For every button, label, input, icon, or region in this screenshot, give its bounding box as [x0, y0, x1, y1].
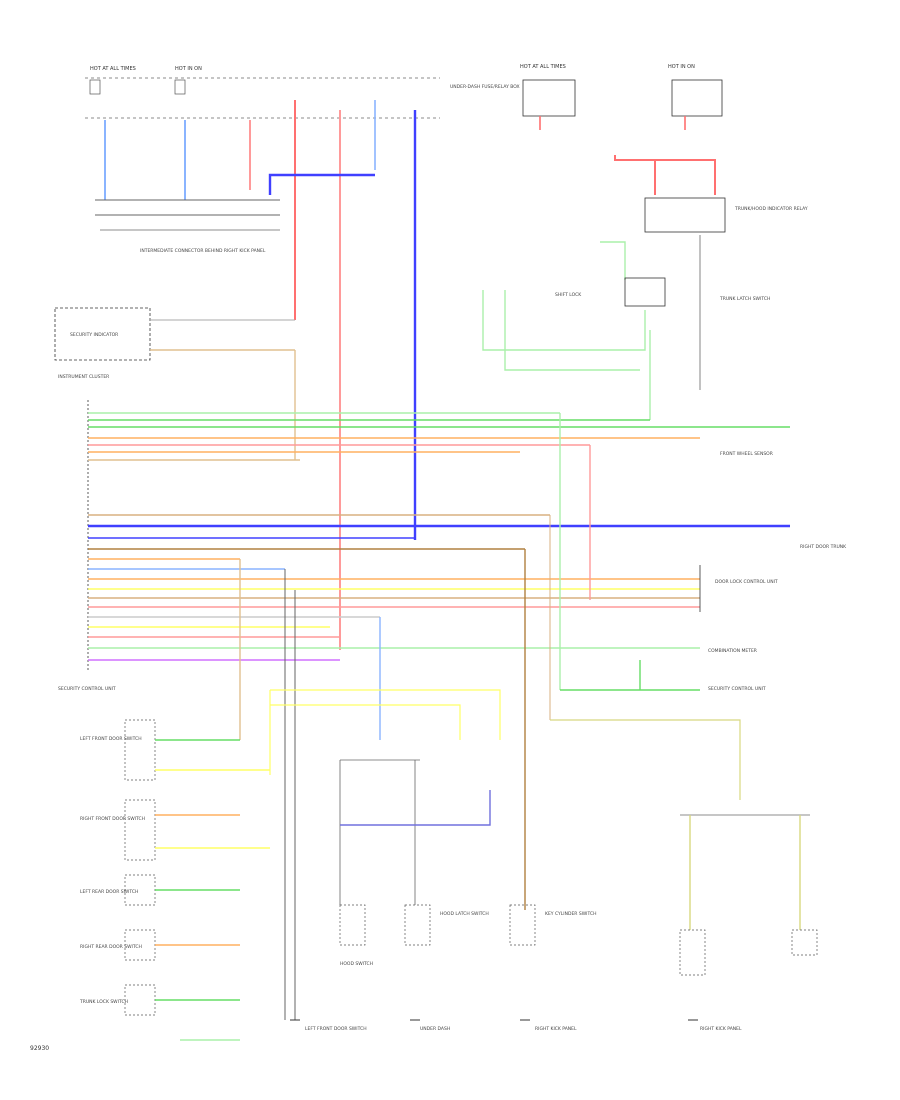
svg-text:RIGHT KICK PANEL: RIGHT KICK PANEL	[535, 1026, 577, 1032]
instrument-cluster-label: INSTRUMENT CLUSTER	[58, 374, 109, 380]
ground-2: UNDER DASH	[410, 1019, 450, 1032]
door-lock-label-1: DOOR LOCK CONTROL UNIT	[715, 579, 778, 585]
right-rear-door-label: RIGHT REAR DOOR SWITCH	[80, 944, 142, 950]
left-door-switch-label: LEFT FRONT DOOR SWITCH	[80, 736, 142, 742]
svg-text:RIGHT KICK PANEL: RIGHT KICK PANEL	[700, 1026, 742, 1032]
fuse-box-top-left: HOT AT ALL TIMES HOT IN ON UNDER-DASH FU…	[85, 66, 520, 119]
security-indicator-label: SECURITY INDICATOR	[70, 332, 118, 338]
trunk-relay-box	[644, 197, 726, 233]
top-right-label-2: HOT IN ON	[668, 64, 695, 70]
svg-text:UNDER DASH: UNDER DASH	[420, 1026, 450, 1032]
security-unit-label: SECURITY CONTROL UNIT	[58, 686, 116, 692]
hood-switch-label: HOOD SWITCH	[340, 961, 373, 967]
left-rear-door-label: LEFT REAR DOOR SWITCH	[80, 889, 138, 895]
ground-3: RIGHT KICK PANEL	[520, 1019, 577, 1032]
key-cylinder-label: KEY CYLINDER SWITCH	[545, 911, 597, 917]
trunk-switch-label: TRUNK LOCK SWITCH	[79, 999, 128, 1005]
hood-latch-label: HOOD LATCH SWITCH	[440, 911, 489, 917]
right-door-switch-label: RIGHT FRONT DOOR SWITCH	[80, 816, 145, 822]
shift-lock-label: SHIFT LOCK	[555, 292, 582, 298]
security-ctrl-label: SECURITY CONTROL UNIT	[708, 686, 766, 692]
ground-4: RIGHT KICK PANEL	[688, 1019, 742, 1032]
relay-box-b: HOT IN ON	[668, 64, 723, 130]
trunk-relay-label: TRUNK/HOOD INDICATOR RELAY	[734, 206, 808, 212]
fuse-label-b: HOT IN ON	[175, 66, 202, 72]
front-wheel-label: FRONT WHEEL SENSOR	[720, 451, 773, 457]
ground-1: LEFT FRONT DOOR SWITCH	[290, 1019, 367, 1032]
relay-box-a: HOT AT ALL TIMES	[520, 64, 576, 130]
right-door-label: RIGHT DOOR TRUNK	[800, 544, 847, 550]
connector-label: INTERMEDIATE CONNECTOR BEHIND RIGHT KICK…	[140, 248, 266, 254]
switch-group-mid: HOOD SWITCH HOOD LATCH SWITCH KEY CYLIND…	[339, 759, 597, 967]
trunk-latch-label: TRUNK LATCH SWITCH	[719, 296, 770, 302]
switch-group-left: LEFT FRONT DOOR SWITCH RIGHT FRONT DOOR …	[79, 719, 270, 1041]
underdash-label: UNDER-DASH FUSE/RELAY BOX	[450, 84, 520, 90]
fuse-label-a: HOT AT ALL TIMES	[90, 66, 136, 72]
combination-label: COMBINATION METER	[708, 648, 757, 654]
switch-group-right	[679, 814, 818, 976]
diagram-id: 92930	[30, 1045, 49, 1052]
svg-text:LEFT FRONT DOOR SWITCH: LEFT FRONT DOOR SWITCH	[305, 1026, 367, 1032]
security-indicator-box	[54, 307, 151, 361]
shift-lock-box	[624, 277, 666, 307]
top-right-label-1: HOT AT ALL TIMES	[520, 64, 566, 70]
